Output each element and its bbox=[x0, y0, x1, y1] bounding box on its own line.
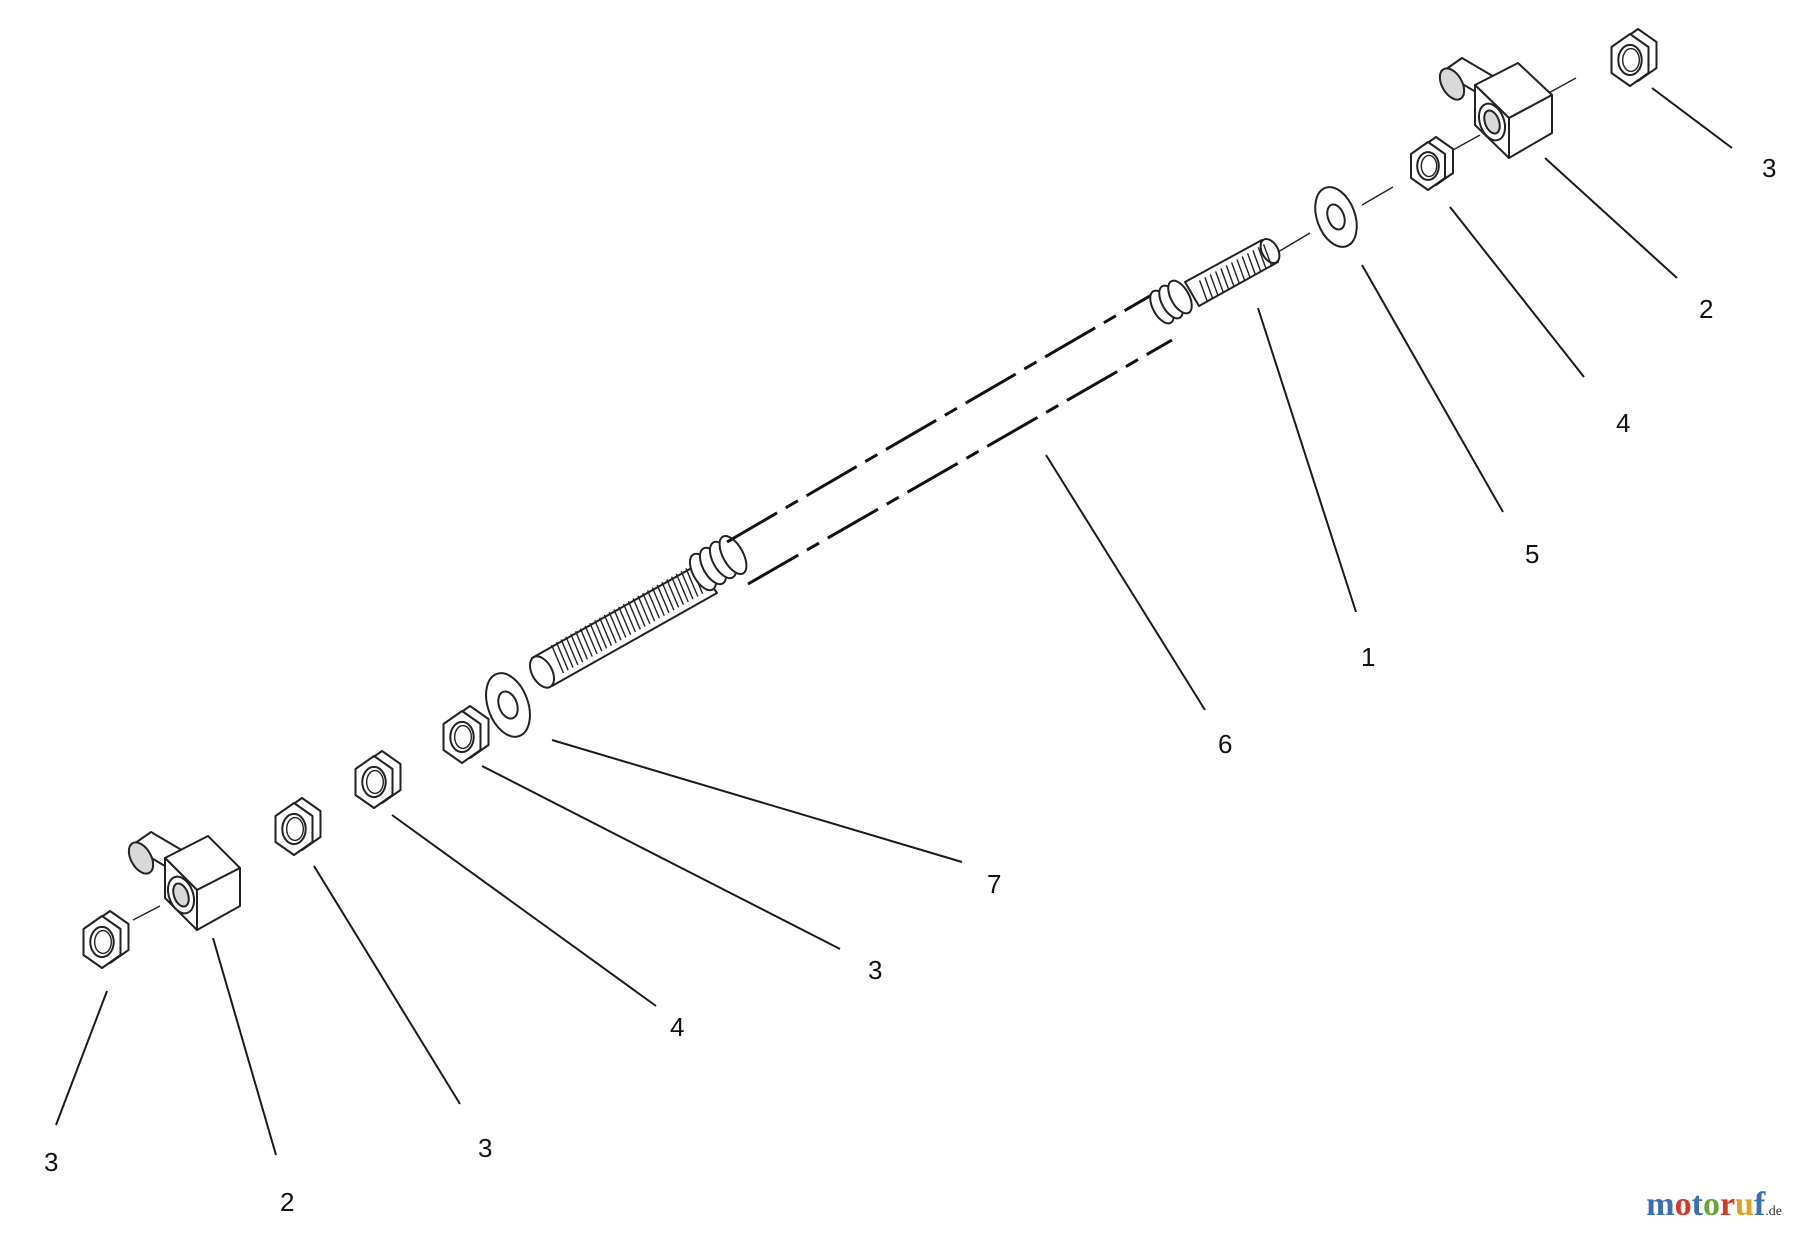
thread-line bbox=[574, 631, 589, 660]
thread-line bbox=[1246, 253, 1257, 275]
washer-upper bbox=[1314, 186, 1358, 248]
watermark-text: motoruf bbox=[1646, 1186, 1766, 1223]
thread-line bbox=[618, 606, 632, 636]
thread-line bbox=[685, 568, 699, 597]
elbow-fitting-upper bbox=[1438, 57, 1553, 159]
thread-line bbox=[661, 581, 675, 611]
hex-nuts bbox=[82, 28, 1658, 969]
rod-break-line-upper bbox=[726, 291, 1156, 544]
axis-line-lower-1 bbox=[132, 905, 161, 921]
thread-line bbox=[651, 587, 665, 616]
thread-line bbox=[1225, 265, 1235, 287]
leader-5-right bbox=[1361, 264, 1504, 513]
thread-line bbox=[1204, 277, 1214, 299]
leader-4-right bbox=[1449, 206, 1585, 378]
callout-7-mid: 7 bbox=[987, 869, 1001, 899]
thread-line bbox=[608, 611, 622, 641]
callout-3-left-a: 3 bbox=[44, 1147, 58, 1177]
rod-upper-collar bbox=[1149, 279, 1193, 325]
axis-line-upper-3 bbox=[1452, 134, 1481, 151]
leader-4-left bbox=[391, 814, 657, 1007]
leader-3-mid bbox=[481, 765, 841, 950]
thread-line bbox=[1252, 250, 1262, 272]
thread-line bbox=[550, 644, 565, 674]
leader-2-left bbox=[212, 937, 277, 1156]
watermark-suffix: .de bbox=[1765, 1204, 1782, 1219]
watermark-logo: motoruf.de bbox=[1646, 1186, 1782, 1224]
thread-line bbox=[579, 628, 593, 657]
thread-line bbox=[603, 614, 617, 644]
axis-line-upper-1 bbox=[1277, 232, 1311, 253]
thread-line bbox=[656, 584, 670, 614]
thread-line bbox=[680, 570, 694, 600]
thread-line bbox=[560, 639, 574, 668]
thread-line bbox=[1220, 268, 1230, 290]
leader-lines bbox=[55, 87, 1733, 1156]
thread-line bbox=[1257, 247, 1267, 269]
leader-3-top-right bbox=[1651, 87, 1733, 149]
thread-line bbox=[670, 576, 685, 605]
rod-upper-section bbox=[1184, 237, 1281, 307]
callout-5-right: 5 bbox=[1525, 539, 1539, 569]
hex-nut-far-left bbox=[82, 910, 130, 969]
thread-line bbox=[622, 603, 637, 633]
callout-2-left: 2 bbox=[280, 1187, 294, 1217]
callout-6-mid: 6 bbox=[1218, 729, 1232, 759]
thread-line bbox=[675, 573, 689, 603]
callout-3-top-right: 3 bbox=[1762, 153, 1776, 183]
callout-3-left-b: 3 bbox=[478, 1133, 492, 1163]
leader-7-mid bbox=[551, 739, 963, 863]
elbow-fitting-lower bbox=[127, 831, 241, 931]
leader-3-left-b bbox=[313, 865, 461, 1105]
axis-line-upper-2 bbox=[1361, 186, 1394, 206]
rod-lower-collar bbox=[688, 535, 748, 592]
thread-line bbox=[613, 609, 627, 638]
thread-line bbox=[1209, 274, 1219, 296]
callout-labels: 3 2 4 5 1 6 7 3 4 3 2 3 bbox=[44, 153, 1776, 1217]
thread-line bbox=[565, 636, 579, 666]
thread-line bbox=[598, 617, 613, 646]
washer-lower bbox=[485, 672, 531, 738]
hex-nut-upper bbox=[1410, 136, 1454, 191]
thread-line bbox=[646, 590, 661, 619]
hex-nut-mid-3 bbox=[442, 705, 490, 764]
thread-line bbox=[1236, 259, 1246, 281]
hex-nut-mid-4 bbox=[354, 750, 402, 809]
thread-line bbox=[555, 641, 569, 671]
callout-3-mid: 3 bbox=[868, 955, 882, 985]
leader-3-left-a bbox=[55, 990, 108, 1126]
rod-lower-threads bbox=[550, 562, 709, 674]
hex-nut-left-3 bbox=[274, 797, 322, 856]
callout-4-right: 4 bbox=[1616, 408, 1630, 438]
hex-nut-top-right bbox=[1610, 28, 1658, 87]
thread-line bbox=[666, 579, 680, 608]
thread-line bbox=[594, 620, 608, 649]
leader-1-right bbox=[1257, 307, 1357, 613]
callout-4-left: 4 bbox=[670, 1012, 684, 1042]
threaded-rod bbox=[528, 237, 1281, 689]
thread-line bbox=[642, 592, 656, 622]
leader-2-top-right bbox=[1544, 157, 1678, 279]
thread-line bbox=[632, 598, 646, 627]
thread-line bbox=[1214, 271, 1225, 293]
callout-1-right: 1 bbox=[1361, 642, 1375, 672]
callout-2-top-right: 2 bbox=[1699, 294, 1713, 324]
thread-line bbox=[1198, 280, 1209, 302]
thread-line bbox=[1230, 262, 1241, 284]
thread-line bbox=[584, 625, 598, 655]
rod-lower-section bbox=[528, 562, 718, 689]
rod-upper-threads bbox=[1198, 244, 1273, 302]
leader-6-mid bbox=[1045, 454, 1206, 711]
thread-line bbox=[627, 600, 641, 630]
thread-line bbox=[589, 622, 603, 652]
rod-break-line-lower bbox=[747, 338, 1173, 586]
thread-line bbox=[1241, 256, 1251, 278]
thread-line bbox=[1262, 244, 1273, 266]
thread-line bbox=[637, 595, 651, 625]
thread-line bbox=[570, 633, 584, 663]
